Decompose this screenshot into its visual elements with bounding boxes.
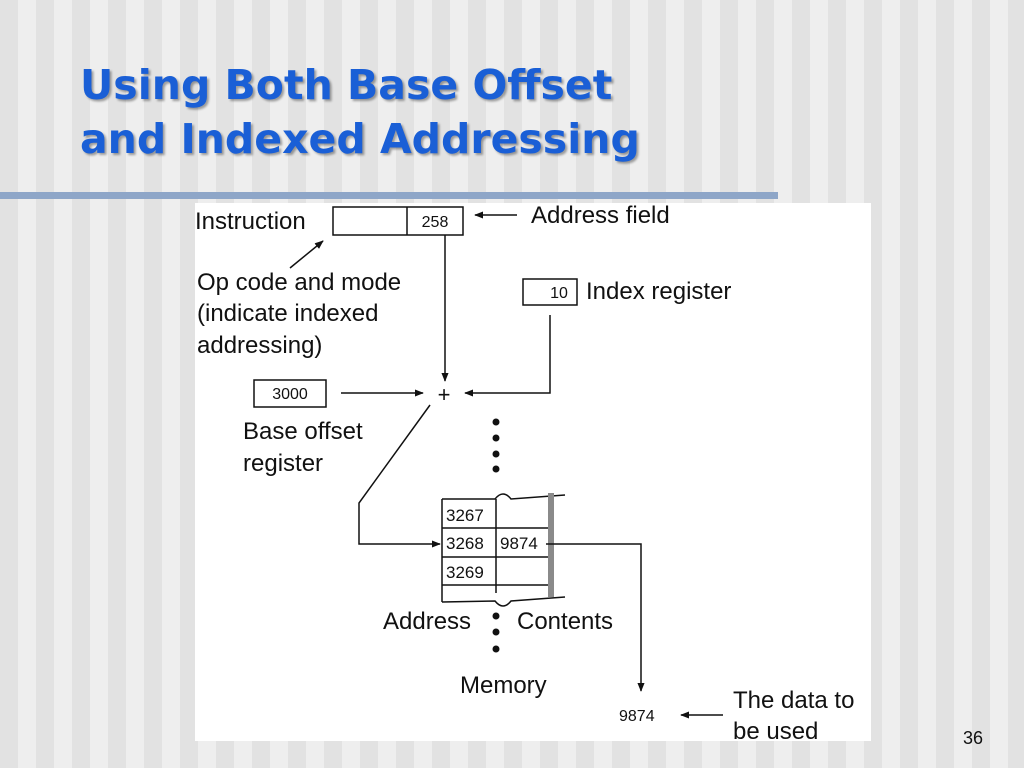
- addressing-diagram: Instruction 258 Address field Op code an…: [195, 203, 854, 741]
- title-line-2: and Indexed Addressing: [80, 115, 640, 163]
- memory-table: 3267 3268 9874 3269: [441, 493, 566, 607]
- address-field-label: Address field: [531, 203, 670, 229]
- index-register-box: [522, 278, 578, 306]
- opcode-line-3: addressing): [197, 332, 322, 359]
- opcode-line-2: (indicate indexed: [197, 300, 378, 327]
- slide-title: Using Both Base Offset and Indexed Addre…: [80, 58, 640, 166]
- base-offset-box: [253, 379, 327, 408]
- address-field-value: 258: [422, 214, 449, 231]
- ellipsis-dot: [492, 612, 500, 620]
- base-offset-value: 3000: [272, 386, 308, 403]
- instruction-label: Instruction: [195, 208, 306, 235]
- adder-to-memory-arrow: [358, 404, 441, 548]
- ellipsis-dot: [492, 450, 500, 458]
- opcode-arrow: [289, 240, 324, 269]
- result-value: 9874: [619, 708, 655, 725]
- memory-label: Memory: [460, 672, 547, 699]
- index-register-value: 10: [550, 285, 568, 302]
- ellipsis-dot: [492, 645, 500, 653]
- page-number: 36: [963, 728, 984, 748]
- base-offset-line-1: Base offset: [243, 418, 363, 445]
- instruction-box: [332, 206, 464, 236]
- ellipsis-dot: [492, 434, 500, 442]
- ellipsis-dot: [492, 628, 500, 636]
- ellipsis-dot: [492, 465, 500, 473]
- memory-right-edge: [548, 493, 554, 597]
- data-label-line-2: be used: [733, 718, 818, 741]
- memory-top-break: [442, 493, 566, 500]
- contents-column-label: Contents: [517, 608, 613, 635]
- data-label-line-1: The data to: [733, 687, 854, 714]
- diagram-panel: Instruction 258 Address field Op code an…: [195, 203, 871, 741]
- memory-bottom-break: [441, 596, 566, 607]
- memory-address-2: 3268: [446, 534, 484, 553]
- index-to-adder-arrow: [464, 315, 551, 397]
- address-column-label: Address: [383, 608, 471, 635]
- base-offset-line-2: register: [243, 450, 323, 477]
- contents-to-data-arrow: [546, 543, 645, 692]
- title-divider: [0, 192, 778, 199]
- index-register-label: Index register: [586, 278, 731, 305]
- memory-address-3: 3269: [446, 563, 484, 582]
- title-line-1: Using Both Base Offset: [80, 61, 613, 109]
- memory-contents-2: 9874: [500, 534, 538, 553]
- opcode-line-1: Op code and mode: [197, 269, 401, 296]
- ellipsis-dot: [492, 418, 500, 426]
- adder-symbol: +: [438, 382, 451, 407]
- memory-address-1: 3267: [446, 506, 484, 525]
